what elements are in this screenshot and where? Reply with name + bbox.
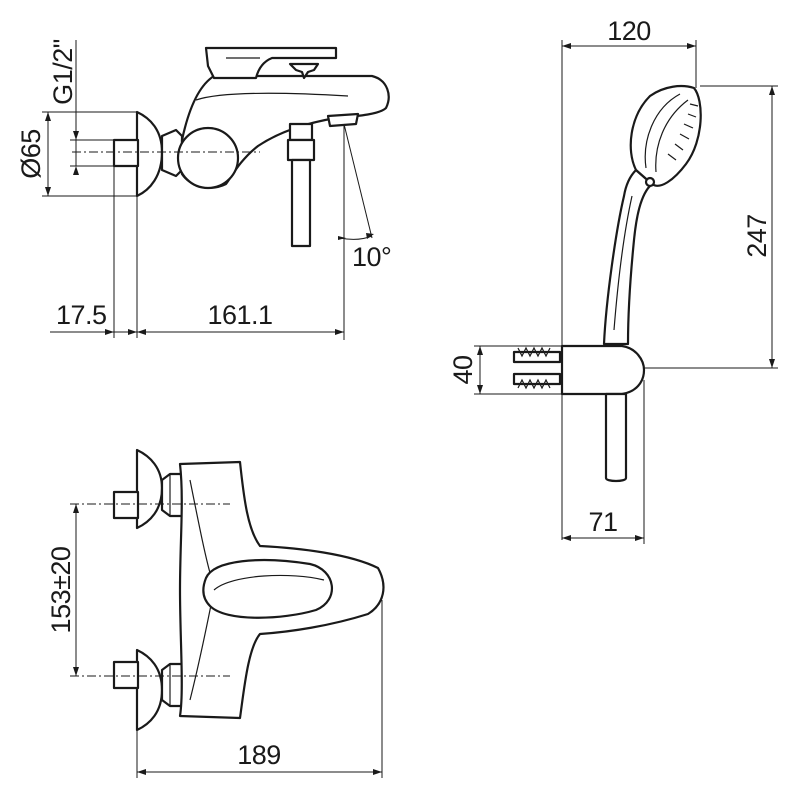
side-view-dimensions: Ø65 G1/2" 17.5 161.1 10° [16,39,392,338]
mixer-top-view [70,448,385,732]
wall-rosette [135,110,164,198]
hand-shower-view [512,85,702,483]
head-contour [655,99,689,173]
lever-handle [204,46,338,80]
wall-screw-lower [512,372,562,386]
spout-angle-line [343,123,373,239]
dim-shower-height: 247 [742,214,772,258]
dim-arrow [687,43,696,49]
dim-arrow [562,43,571,49]
lever-inner-contour [213,574,325,591]
dim-arrow [477,385,483,394]
spout-outlet [326,112,360,128]
shower-handle-lower [604,392,628,483]
dim-arrow [45,187,51,196]
body-contour [195,92,349,101]
top-view-dimensions: 153±20 189 [46,504,383,778]
nozzle [667,153,677,161]
screw-thread [517,378,551,390]
top-body-edge [189,599,213,701]
hose-connector [288,122,314,142]
hose-stub [290,158,312,248]
dim-shower-width: 120 [607,16,651,46]
dim-arrow [45,112,51,121]
shower-head [629,85,702,187]
dim-arrow [73,667,79,676]
dim-arrow [137,769,146,775]
lever-top [202,559,333,619]
dim-inlet-spacing: 153±20 [46,547,76,634]
wall-screws [512,346,562,390]
lower-inlet-pipe [112,660,140,690]
nozzle [689,103,699,107]
dim-arrow [105,329,114,335]
dim-arrow [562,535,571,541]
dim-arrow [73,504,79,513]
dim-arrow [335,329,344,335]
wall-bracket [560,344,646,396]
dim-diameter: Ø65 [16,129,46,179]
dim-arrow [477,346,483,355]
shower-dimensions: 120 247 40 71 [448,16,778,544]
dim-holder-height: 40 [448,355,478,384]
hose-joint [644,176,656,188]
dim-arrow [769,86,775,95]
lower-hex-nut [160,662,184,708]
dim-arrow [73,166,79,175]
dim-arrow [373,769,382,775]
spray-nozzles [667,103,699,161]
dim-spout-angle: 10° [352,242,391,272]
nozzle [679,133,690,140]
upper-wall-rosette [135,448,164,530]
upper-inlet-pipe [112,490,140,520]
handle-contour [613,195,633,331]
nozzle [687,113,697,118]
nozzle [674,143,684,151]
dim-arrow [769,359,775,368]
hose-connector-nut [286,138,316,162]
dim-thread: G1/2" [48,39,78,105]
nozzle [683,123,694,129]
dim-spout-reach: 161.1 [207,300,272,330]
upper-hex-nut [160,472,184,518]
dim-holder-depth: 71 [588,507,617,537]
mixer-side-view [72,46,390,340]
cartridge-cap [176,126,240,190]
screw-thread [517,346,551,358]
dim-offset: 17.5 [56,300,107,330]
shower-handle [602,168,654,346]
dim-arrow [128,329,137,335]
inlet-pipe [112,138,140,168]
angle-arrow [366,233,374,239]
dim-overall-width: 189 [237,740,281,770]
head-contour [644,93,681,169]
diverter-knob [288,62,320,80]
dim-arrow [137,329,146,335]
dim-arrow [635,535,644,541]
angle-arrow [338,236,346,240]
dim-arrow [73,131,79,140]
lower-wall-rosette [135,648,164,732]
